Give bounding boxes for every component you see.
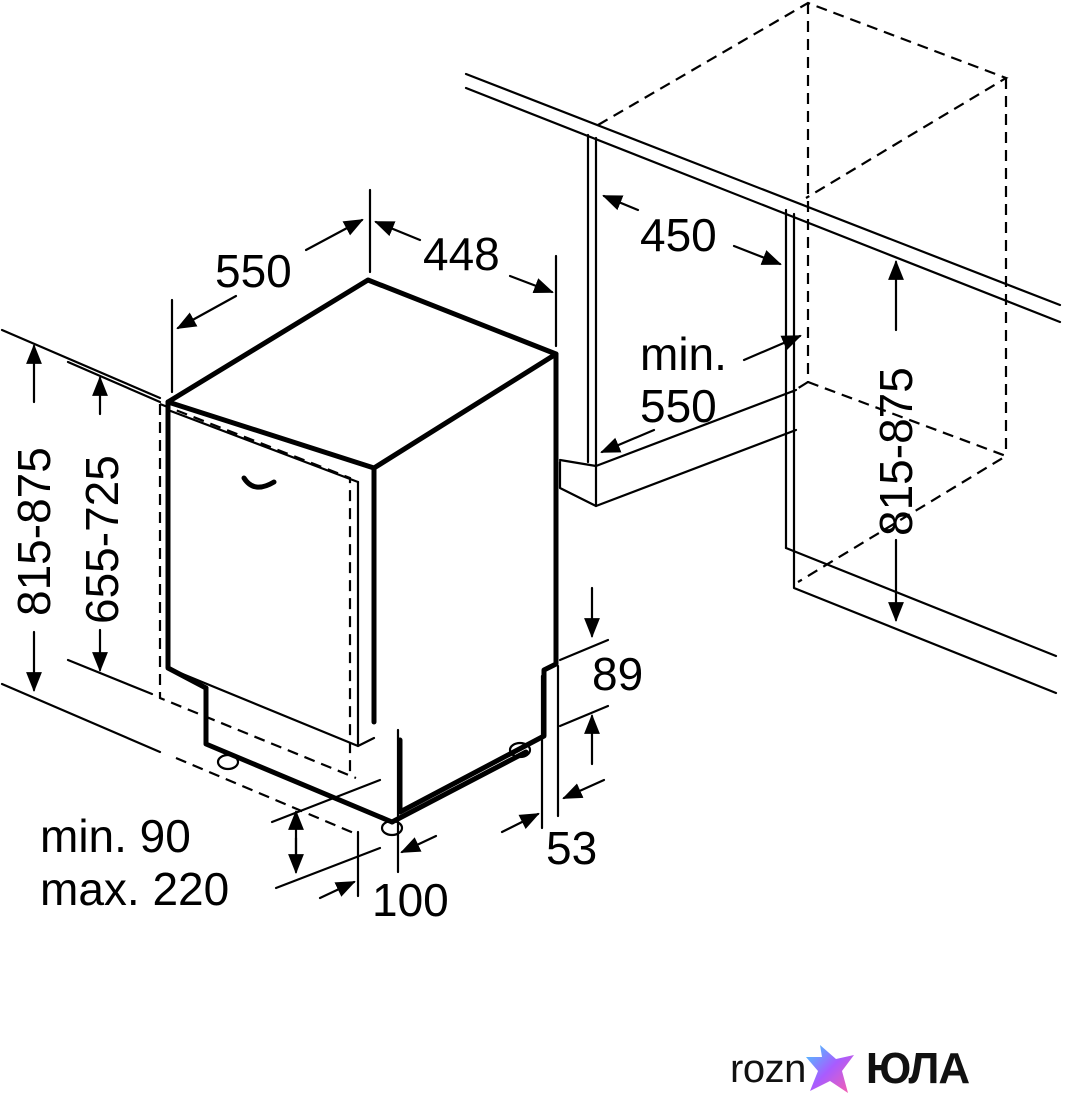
dim-plinth-53-lines bbox=[500, 664, 606, 834]
label-depth: 550 bbox=[215, 245, 292, 297]
label-plinth-recess: 53 bbox=[546, 822, 597, 874]
label-plinth-adjust-max: max. 220 bbox=[40, 863, 229, 915]
cabinet-niche-dashed bbox=[597, 1, 1009, 583]
label-door-height: 655-725 bbox=[76, 455, 128, 624]
label-niche-width: 450 bbox=[640, 209, 717, 261]
door-panel-dashed bbox=[158, 402, 357, 836]
label-height-overall: 815-875 bbox=[8, 447, 60, 616]
label-niche-depth-min: min. bbox=[640, 328, 727, 380]
dim-niche-width-450-lines bbox=[602, 194, 782, 266]
watermark-brand: ЮЛА bbox=[865, 1044, 970, 1093]
dim-plinth-89-lines bbox=[558, 586, 610, 766]
label-niche-depth-value: 550 bbox=[640, 380, 717, 432]
label-plinth-height: 89 bbox=[592, 648, 643, 700]
dim-offset-100-lines bbox=[318, 728, 438, 900]
dim-depth-550-lines bbox=[170, 188, 372, 394]
watermark-text: rozn bbox=[730, 1046, 806, 1091]
watermark: rozn ЮЛА bbox=[730, 1040, 1066, 1098]
dim-height-overall-lines bbox=[0, 328, 162, 754]
label-plinth-adjust-min: min. 90 bbox=[40, 810, 191, 862]
dim-door-height-lines bbox=[66, 360, 162, 696]
label-niche-height: 815-875 bbox=[870, 367, 922, 536]
yula-star-logo-icon bbox=[805, 1045, 854, 1093]
dishwasher-base bbox=[203, 685, 532, 837]
countertop bbox=[464, 72, 1062, 324]
left-side-panel bbox=[558, 133, 798, 508]
dim-plinth-adjust-lines bbox=[270, 778, 382, 890]
label-width: 448 bbox=[423, 228, 500, 280]
dim-niche-depth-lines bbox=[600, 334, 802, 454]
dim-width-448-lines bbox=[374, 220, 558, 348]
dishwasher-body bbox=[165, 277, 559, 815]
label-plinth-offset: 100 bbox=[372, 874, 449, 926]
right-side-panel bbox=[784, 208, 1058, 695]
